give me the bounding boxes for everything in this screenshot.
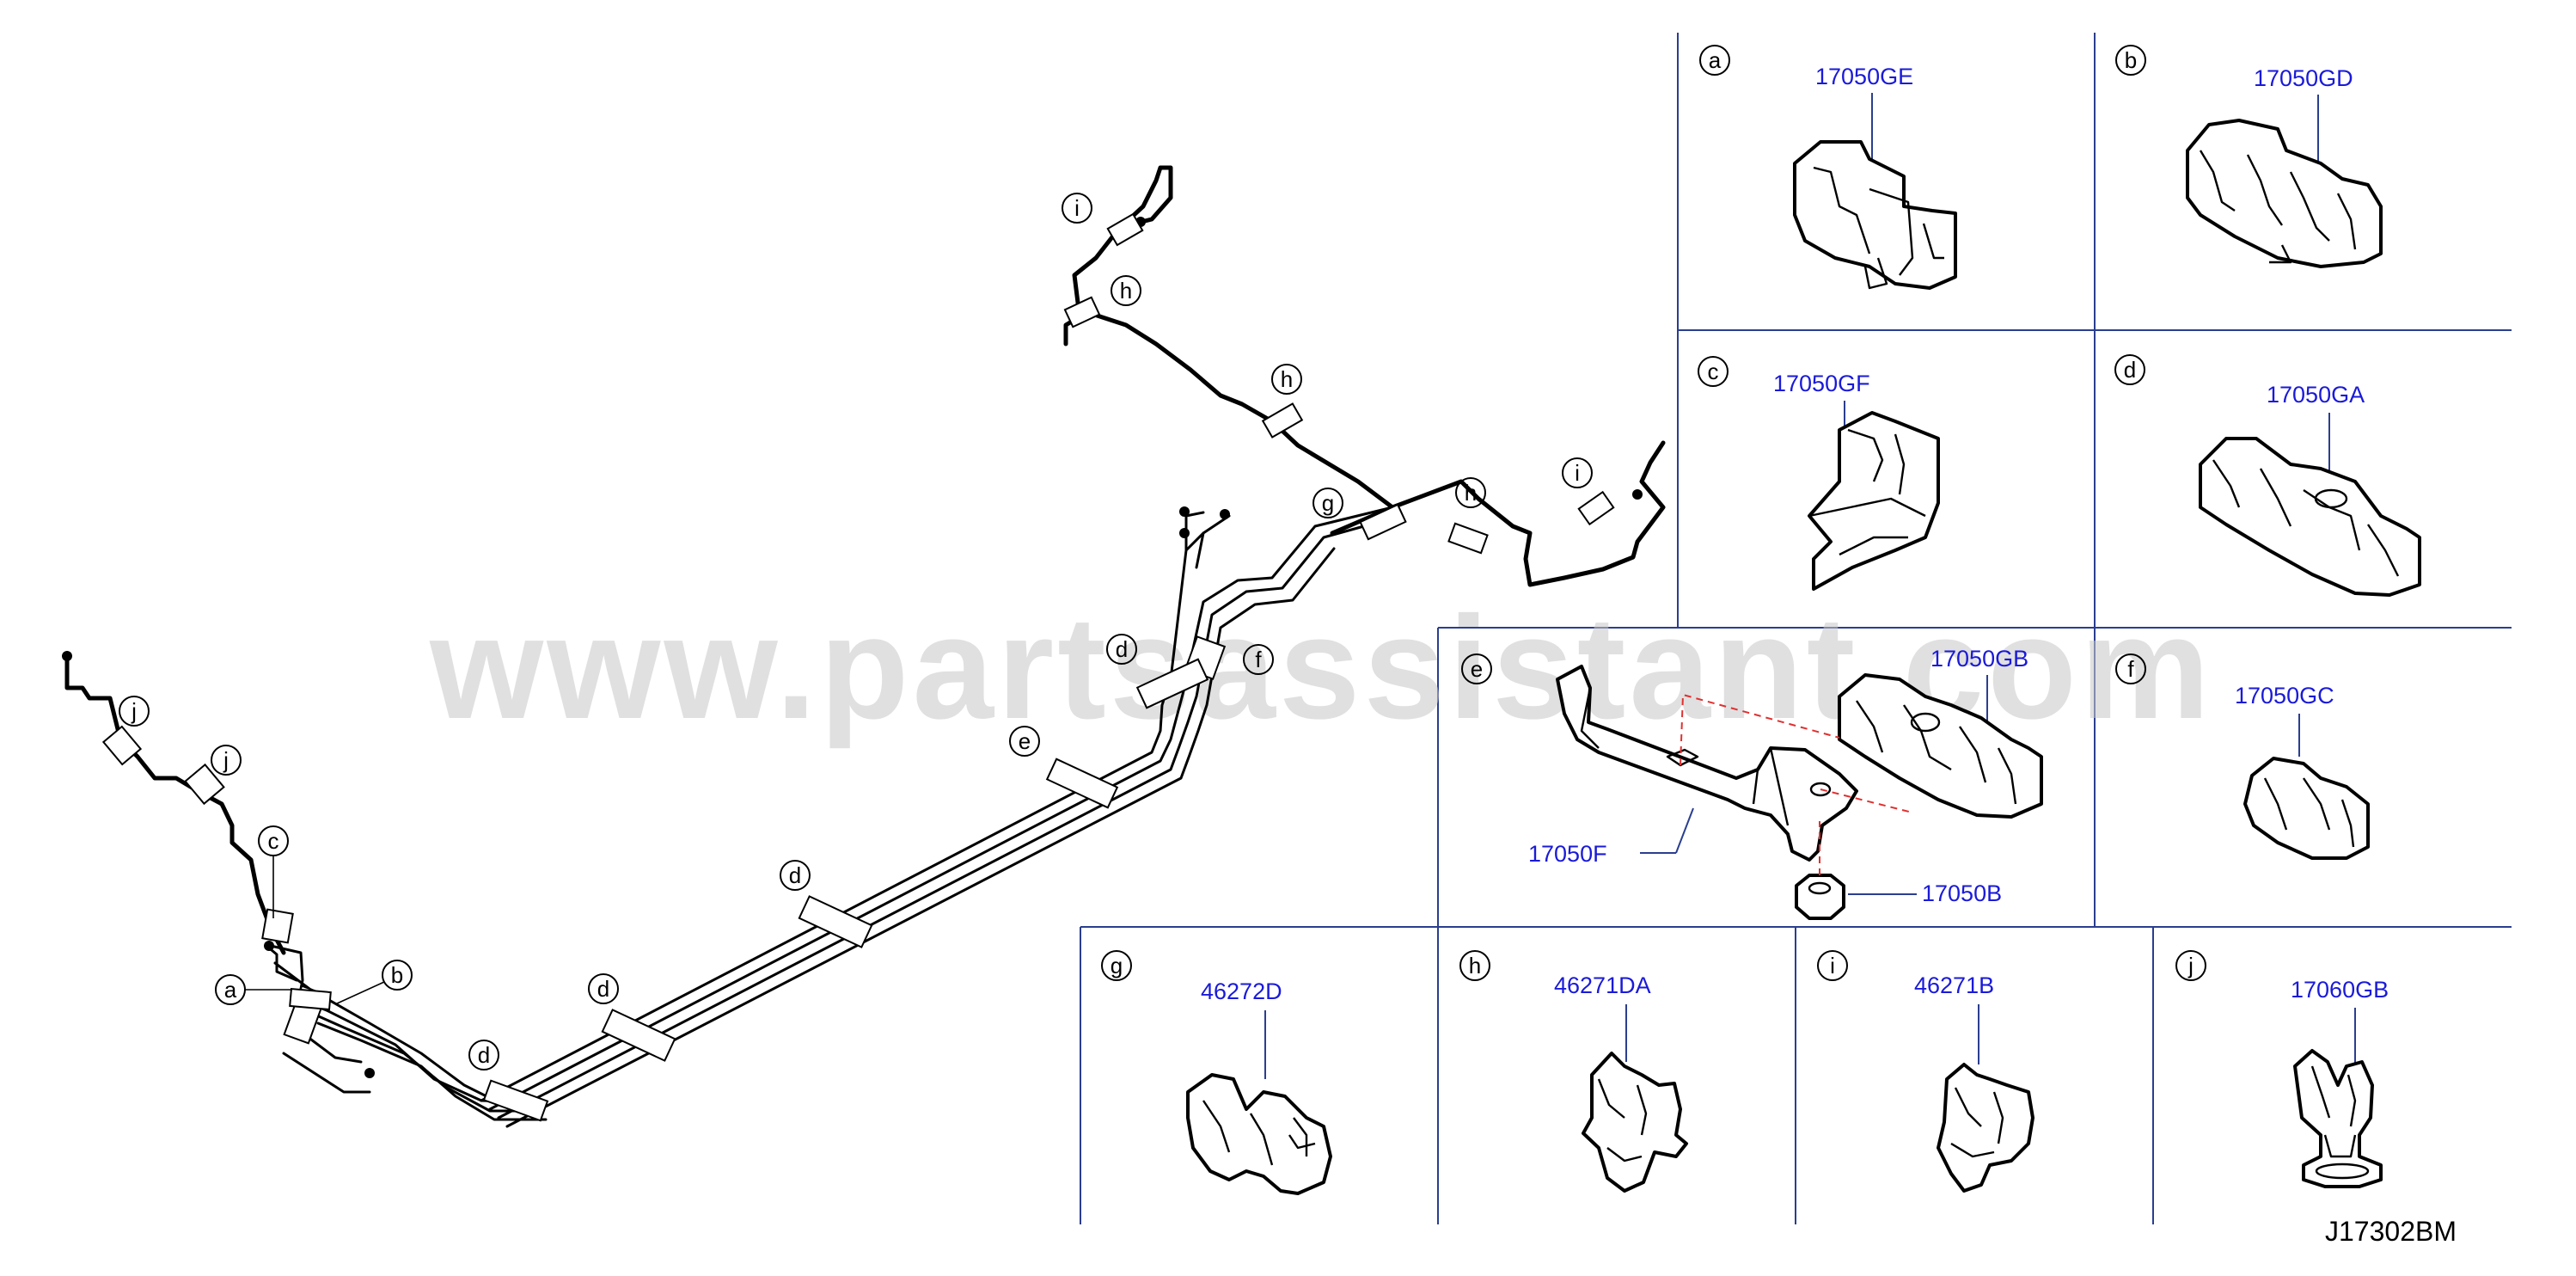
svg-text:i: i — [1830, 953, 1835, 978]
svg-text:d: d — [2124, 357, 2136, 383]
clip-46271DA-illustration — [1582, 1052, 1688, 1193]
svg-text:h: h — [1281, 366, 1293, 392]
svg-text:h: h — [1469, 953, 1481, 978]
svg-text:e: e — [1471, 656, 1483, 682]
nut-17050B-illustration — [1795, 874, 1845, 920]
svg-text:d: d — [1116, 636, 1128, 662]
clip-46271B-illustration — [1937, 1063, 2034, 1193]
clip-17050GA-illustration — [2199, 437, 2421, 597]
clip-46272D-illustration — [1186, 1073, 1332, 1195]
callout-i-top: i — [1062, 193, 1092, 224]
callout-c: c — [258, 825, 289, 918]
part-number-46271DA: 46271DA — [1554, 972, 1651, 998]
clip-17050GB-illustration — [1838, 673, 2043, 819]
svg-text:d: d — [597, 976, 609, 1002]
svg-text:d: d — [789, 862, 801, 888]
svg-text:f: f — [2127, 656, 2134, 682]
dashed-guide-lines — [1680, 693, 1913, 875]
svg-text:j: j — [223, 747, 229, 773]
svg-text:b: b — [2125, 47, 2137, 73]
svg-text:h: h — [1120, 278, 1132, 304]
panel-b: b 17050GD — [2115, 45, 2383, 268]
part-number-17060GB: 17060GB — [2291, 977, 2389, 1003]
callout-f: f — [1243, 644, 1274, 675]
panel-d: d 17050GA — [2114, 354, 2421, 597]
brake-fuel-line-assembly — [62, 165, 1666, 1128]
part-number-17050GC: 17050GC — [2235, 683, 2334, 709]
panel-h: h 46271DA — [1459, 950, 1688, 1193]
callout-d-lower: d — [588, 973, 619, 1004]
callout-j-top: j — [119, 696, 150, 727]
svg-text:g: g — [1111, 953, 1123, 978]
clip-17050GE-illustration — [1793, 140, 1957, 290]
panel-i: i 46271B — [1817, 950, 2034, 1193]
svg-text:j: j — [2187, 953, 2194, 978]
panel-grid — [1080, 33, 2512, 1224]
svg-text:b: b — [391, 962, 403, 988]
part-number-17050GB: 17050GB — [1930, 646, 2028, 672]
part-number-46271B: 46271B — [1914, 972, 1994, 998]
part-number-46272D: 46272D — [1201, 978, 1282, 1004]
svg-text:d: d — [478, 1042, 490, 1068]
panel-f: f 17050GC — [2115, 653, 2370, 860]
svg-text:a: a — [224, 977, 237, 1003]
svg-text:e: e — [1019, 728, 1031, 754]
clip-17050GD-illustration — [2186, 119, 2383, 268]
pipe-callouts: i h h g h i d f — [119, 193, 1593, 1070]
clip-17050GC-illustration — [2243, 757, 2370, 860]
callout-e: e — [1009, 726, 1040, 757]
svg-text:a: a — [1709, 47, 1722, 73]
part-number-17050GD: 17050GD — [2254, 65, 2353, 91]
svg-text:i: i — [1074, 195, 1080, 221]
clip-17060GB-illustration — [2293, 1049, 2383, 1188]
svg-text:g: g — [1322, 490, 1334, 516]
callout-j-mid: j — [211, 745, 242, 776]
svg-text:f: f — [1255, 647, 1262, 672]
clip-17050GF-illustration — [1808, 411, 1940, 591]
part-number-17050F: 17050F — [1528, 841, 1607, 867]
callout-h-right: h — [1455, 477, 1486, 508]
panel-j: j 17060GB — [2175, 950, 2389, 1188]
svg-text:c: c — [268, 828, 279, 854]
panel-g: g 46272D — [1101, 950, 1332, 1195]
callout-d-mid: d — [780, 860, 811, 891]
callout-b: b — [334, 960, 413, 1005]
svg-text:c: c — [1708, 359, 1719, 384]
callout-i-right: i — [1562, 457, 1593, 488]
diagram-code: J17302BM — [2325, 1216, 2457, 1247]
callout-d-upper: d — [1106, 634, 1137, 665]
bracket-17050F-illustration — [1556, 665, 1858, 862]
part-number-17050GF: 17050GF — [1773, 371, 1870, 396]
part-number-17050GE: 17050GE — [1815, 64, 1913, 89]
callout-g: g — [1312, 488, 1343, 518]
callout-d-bottom: d — [468, 1040, 499, 1070]
callout-h-mid: h — [1271, 364, 1302, 395]
svg-text:j: j — [131, 698, 137, 724]
panel-e: e 17050GB 17050F 17050B — [1461, 646, 2043, 920]
part-number-17050GA: 17050GA — [2267, 382, 2365, 408]
callout-h-top: h — [1111, 275, 1141, 306]
svg-text:i: i — [1575, 460, 1580, 486]
svg-text:h: h — [1465, 480, 1477, 506]
panel-c: c 17050GF — [1698, 356, 1940, 591]
panel-a: a 17050GE — [1699, 45, 1957, 290]
part-number-17050B: 17050B — [1922, 880, 2002, 906]
callout-a: a — [215, 974, 292, 1005]
